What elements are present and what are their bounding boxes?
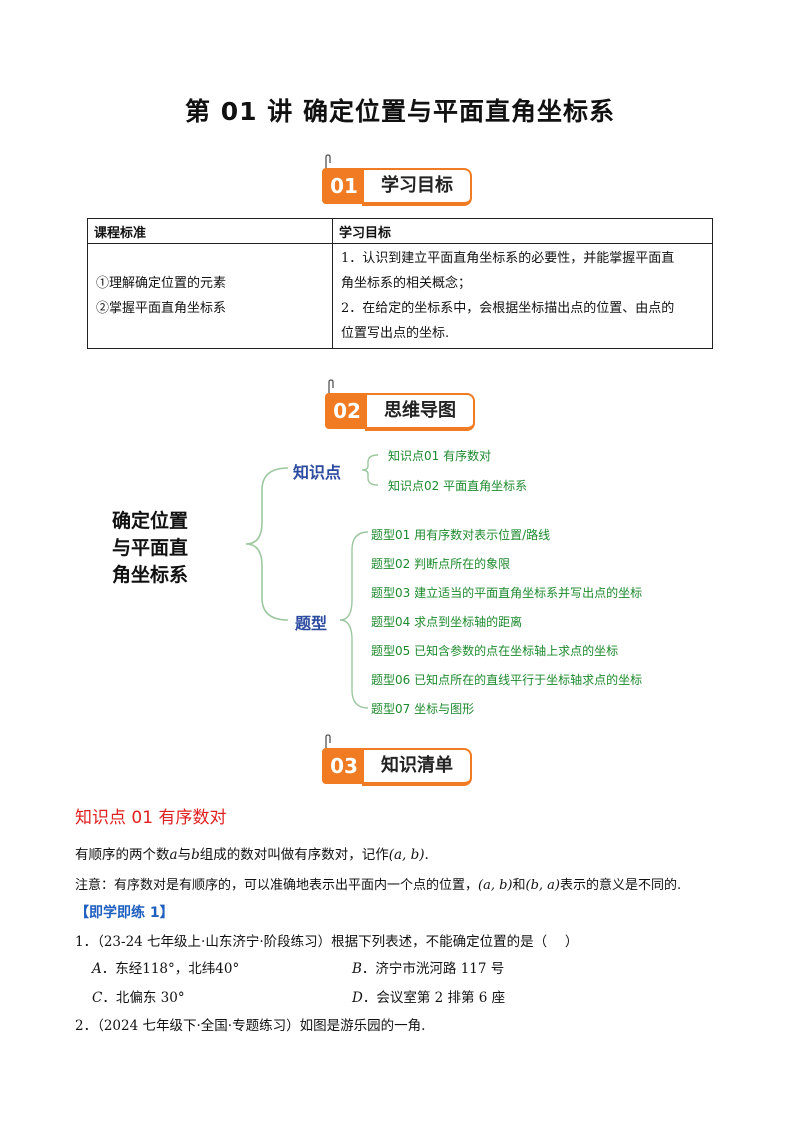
goals-cell: 1．认识到建立平面直角坐标系的必要性，并能掌握平面直 角坐标系的相关概念； 2．… bbox=[332, 243, 713, 349]
option-key: A bbox=[92, 961, 102, 977]
leaf-type-7: 题型07 坐标与图形 bbox=[371, 702, 475, 716]
leaf-type-3: 题型03 建立适当的平面直角坐标系并写出点的坐标 bbox=[371, 586, 643, 600]
standard-item: ①理解确定位置的元素 bbox=[96, 276, 227, 291]
option-text: ．会议室第 2 排第 6 座 bbox=[362, 990, 506, 1006]
section-badge-02: 02 思维导图 bbox=[325, 379, 485, 433]
option-key: C bbox=[92, 990, 103, 1006]
section-number: 02 bbox=[325, 393, 369, 429]
goal-line: 1．认识到建立平面直角坐标系的必要性，并能掌握平面直 bbox=[341, 251, 675, 266]
option-text: ．济宁市洸河路 117 号 bbox=[361, 961, 505, 977]
text-span: 与 bbox=[177, 847, 192, 863]
leaf-type-1: 题型01 用有序数对表示位置/路线 bbox=[371, 528, 551, 542]
branch-types: 题型 bbox=[295, 614, 328, 633]
section-number: 03 bbox=[322, 748, 366, 784]
pin-icon bbox=[328, 379, 334, 393]
text-span: . bbox=[424, 847, 429, 863]
math-var: a bbox=[169, 847, 178, 863]
leaf-type-5: 题型05 已知含参数的点在坐标轴上求点的坐标 bbox=[371, 644, 619, 658]
option-c: C．北偏东 30° bbox=[92, 986, 185, 1006]
type-brace bbox=[339, 531, 369, 709]
option-text: ．东经118°，北纬40° bbox=[101, 961, 240, 977]
text-span: 表示的意义是不同的. bbox=[560, 878, 682, 893]
page-title: 第 01 讲 确定位置与平面直角坐标系 bbox=[185, 97, 615, 126]
main-brace bbox=[245, 467, 289, 621]
goal-line: 角坐标系的相关概念； bbox=[341, 276, 472, 291]
section-label: 思维导图 bbox=[365, 393, 475, 431]
standards-cell: ①理解确定位置的元素 ②掌握平面直角坐标系 bbox=[87, 243, 333, 349]
section-label: 知识清单 bbox=[362, 748, 472, 786]
text-span: 组成的数对叫做有序数对，记作 bbox=[199, 847, 389, 863]
section-number: 01 bbox=[322, 168, 366, 204]
definition-paragraph: 有顺序的两个数a与b组成的数对叫做有序数对，记作(a, b). bbox=[75, 843, 429, 863]
knowledge-brace bbox=[361, 454, 379, 486]
option-a: A．东经118°，北纬40° bbox=[92, 957, 239, 977]
knowledge-point-title: 知识点 01 有序数对 bbox=[75, 808, 227, 828]
goals-table: 课程标准 学习目标 ①理解确定位置的元素 ②掌握平面直角坐标系 1．认识到建立平… bbox=[87, 218, 713, 349]
question-1: 1．（23-24 七年级上·山东济宁·阶段练习）根据下列表述，不能确定位置的是（… bbox=[75, 934, 579, 950]
text-span: 有顺序的两个数 bbox=[75, 847, 170, 863]
mindmap-center: 确定位置 与平面直 角坐标系 bbox=[112, 508, 232, 589]
text-span: 注意：有序数对是有顺序的，可以准确地表示出平面内一个点的位置， bbox=[75, 878, 479, 893]
leaf-knowledge-1: 知识点01 有序数对 bbox=[388, 449, 492, 463]
text-span: 和 bbox=[512, 878, 526, 893]
leaf-type-2: 题型02 判断点所在的象限 bbox=[371, 557, 511, 571]
goal-line: 2．在给定的坐标系中，会根据坐标描出点的位置、由点的 bbox=[341, 301, 675, 316]
option-b: B．济宁市洸河路 117 号 bbox=[352, 957, 504, 977]
option-key: D bbox=[352, 990, 363, 1006]
leaf-knowledge-2: 知识点02 平面直角坐标系 bbox=[388, 479, 528, 493]
goal-line: 位置写出点的坐标. bbox=[341, 326, 450, 341]
section-label: 学习目标 bbox=[362, 168, 472, 206]
section-badge-03: 03 知识清单 bbox=[322, 734, 482, 788]
pin-icon bbox=[325, 154, 331, 168]
practice-heading: 【即学即练 1】 bbox=[75, 905, 174, 921]
math-var: b bbox=[191, 847, 200, 863]
leaf-type-6: 题型06 已知点所在的直线平行于坐标轴求点的坐标 bbox=[371, 673, 643, 687]
pin-icon bbox=[325, 734, 331, 748]
question-2: 2．（2024 七年级下·全国·专题练习）如图是游乐园的一角. bbox=[75, 1018, 426, 1034]
option-key: B bbox=[352, 961, 362, 977]
mindmap-center-line: 角坐标系 bbox=[112, 564, 189, 586]
standard-item: ②掌握平面直角坐标系 bbox=[96, 301, 227, 316]
branch-knowledge: 知识点 bbox=[293, 463, 342, 482]
option-text: ．北偏东 30° bbox=[102, 990, 185, 1006]
math-expr: (a, b) bbox=[478, 878, 513, 893]
math-expr: (a, b) bbox=[388, 847, 425, 863]
option-d: D．会议室第 2 排第 6 座 bbox=[352, 986, 505, 1006]
section-badge-01: 01 学习目标 bbox=[322, 154, 482, 208]
note-paragraph: 注意：有序数对是有顺序的，可以准确地表示出平面内一个点的位置，(a, b)和(b… bbox=[75, 874, 681, 893]
table-header: 课程标准 bbox=[87, 218, 333, 244]
leaf-type-4: 题型04 求点到坐标轴的距离 bbox=[371, 615, 523, 629]
mindmap-center-line: 与平面直 bbox=[112, 537, 189, 559]
mindmap-center-line: 确定位置 bbox=[112, 510, 189, 532]
math-expr: (b, a) bbox=[525, 878, 560, 893]
